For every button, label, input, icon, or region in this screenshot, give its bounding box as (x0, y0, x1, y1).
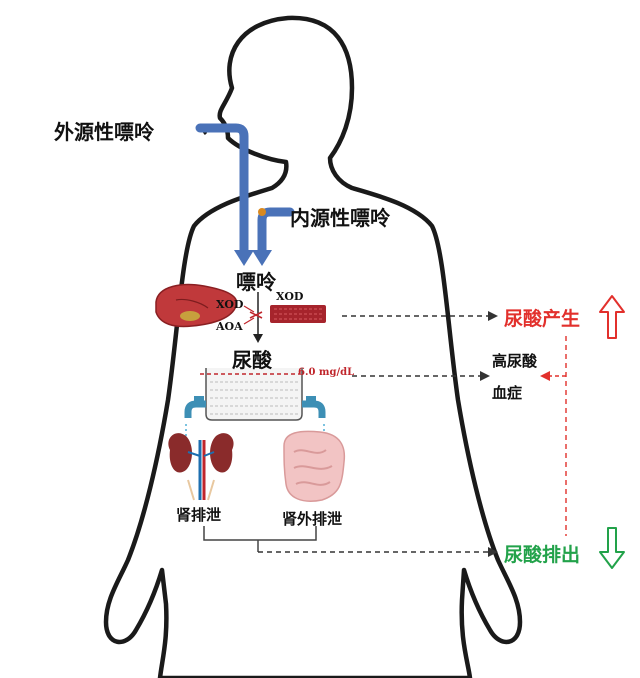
xod-left-arrow (243, 305, 255, 313)
purine-to-uricacid-arrowhead (253, 334, 263, 343)
uric-acid-excretion-label: 尿酸排出 (504, 544, 581, 566)
pipe-joint (258, 208, 266, 216)
liver-icon (155, 283, 238, 328)
exogenous-pipe-arrowhead (234, 250, 254, 266)
aoa-arrow (243, 317, 255, 325)
uric-acid-label: 尿酸 (232, 348, 272, 372)
intestine-icon (283, 430, 346, 502)
hyperuricemia-label-line1: 高尿酸 (492, 352, 538, 370)
hyperuricemia-label-line2: 血症 (492, 384, 523, 402)
extrarenal-excretion-label: 肾外排泄 (282, 510, 343, 528)
endogenous-pipe-arrowhead (252, 250, 272, 266)
uric-acid-production-label: 尿酸产生 (504, 308, 581, 330)
xod-left-label: XOD (216, 298, 244, 311)
hyperuricemia-arrowhead (480, 371, 490, 381)
body-silhouette (103, 15, 523, 678)
kidneys-icon (168, 433, 234, 501)
purine-label: 嘌呤 (236, 270, 276, 294)
renal-excretion-label: 肾排泄 (176, 506, 222, 524)
faucet-icon (184, 396, 326, 440)
threshold-label: 6.0 mg/dL (298, 367, 355, 378)
excretion-arrowhead (488, 547, 498, 557)
outline-down-arrow-icon (599, 527, 625, 569)
excretion-bracket (203, 526, 317, 541)
endogenous-purine-label: 内源性嘌呤 (290, 206, 390, 230)
xod-inhibit-mark (249, 311, 263, 319)
endogenous-pipe (257, 207, 295, 257)
exogenous-purine-label: 外源性嘌呤 (54, 120, 154, 144)
blood-vessel-bar (270, 305, 326, 323)
exogenous-pipe (195, 123, 249, 257)
feedback-arrowhead (540, 371, 550, 381)
aoa-label: AOA (216, 320, 243, 333)
xod-right-label: XOD (276, 290, 304, 303)
outline-up-arrow-icon (599, 295, 625, 339)
beaker-icon (205, 368, 303, 421)
production-arrowhead (488, 311, 498, 321)
